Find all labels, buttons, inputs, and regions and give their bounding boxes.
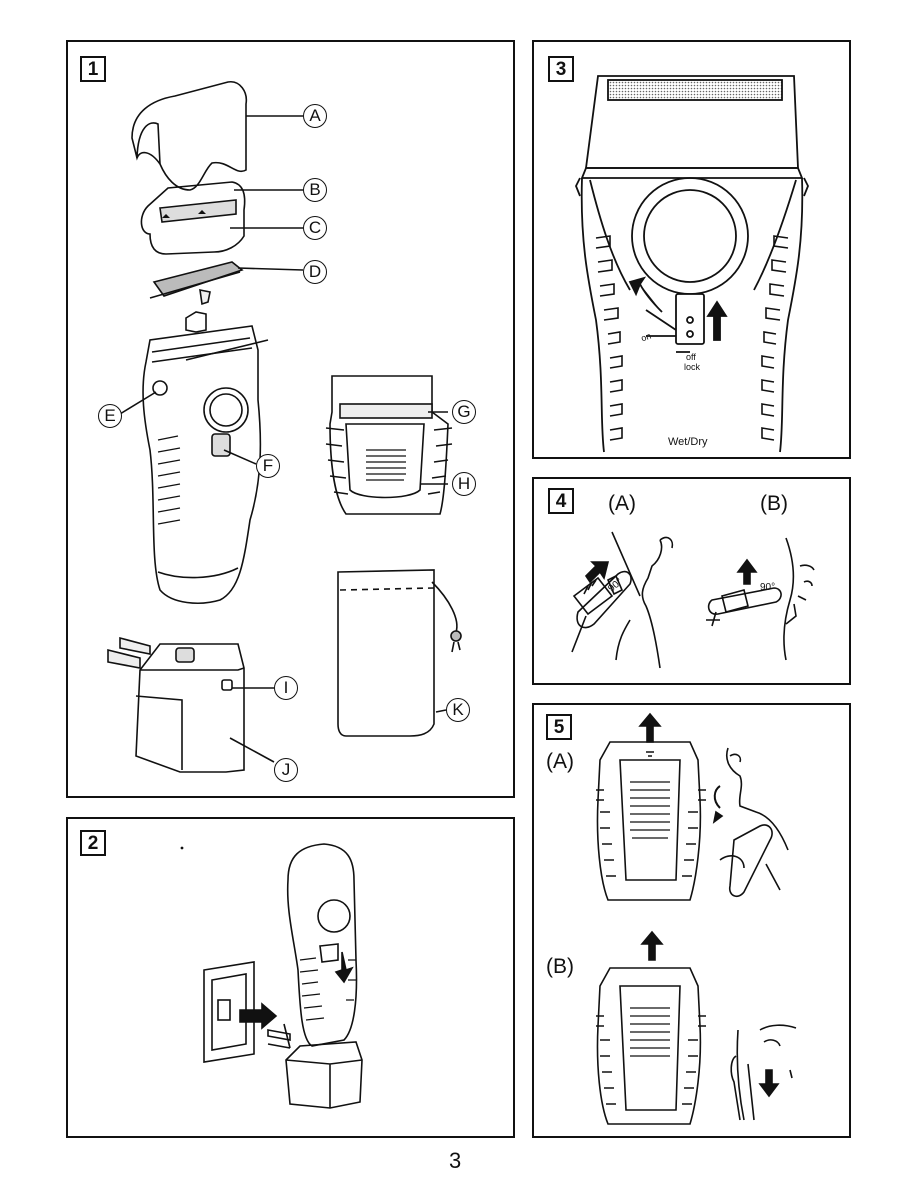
shaver-charging xyxy=(286,843,358,1047)
shaver-b xyxy=(707,587,782,615)
callout-E: E xyxy=(98,404,122,428)
panel-number-3: 3 xyxy=(548,56,574,82)
shaver-trimmer-a xyxy=(596,741,702,901)
sideburn-closeup-b xyxy=(736,1024,797,1121)
panel-number-1: 1 xyxy=(80,56,106,82)
shaver-trimmer-b xyxy=(596,967,702,1125)
hand-trimmer-a xyxy=(728,824,773,898)
inner-blade xyxy=(152,261,244,297)
angle-90-b: 90° xyxy=(760,582,776,593)
ac-adaptor xyxy=(135,643,245,773)
callout-B: B xyxy=(303,178,327,202)
callout-G: G xyxy=(452,400,476,424)
callout-I: I xyxy=(274,676,298,700)
pouch xyxy=(337,569,435,737)
face-front-b xyxy=(783,537,807,661)
panel-2-charging xyxy=(66,817,515,1138)
panel-5-label-b: (B) xyxy=(546,955,574,978)
adaptor-charging xyxy=(285,1041,363,1109)
shaver-body-large xyxy=(580,177,804,453)
panel-4-shaving-angle xyxy=(532,477,851,685)
page-number: 3 xyxy=(449,1148,462,1173)
panel-5-trimmer xyxy=(532,703,851,1138)
wet-dry-label: Wet/Dry xyxy=(668,436,708,448)
panel-4-label-b: (B) xyxy=(760,492,788,515)
callout-J: J xyxy=(274,758,298,782)
panel-5-label-a: (A) xyxy=(546,750,574,773)
callout-H: H xyxy=(452,472,476,496)
callout-A: A xyxy=(303,104,327,128)
callout-C: C xyxy=(303,216,327,240)
switch-label-off: off xyxy=(686,352,696,362)
panel-number-4: 4 xyxy=(548,488,574,514)
face-profile-5a xyxy=(725,747,789,851)
face-profile-a xyxy=(611,531,663,669)
shaver-a xyxy=(576,570,632,629)
shaver-front xyxy=(329,375,449,515)
panel-4-label-a: (A) xyxy=(608,492,636,515)
callout-D: D xyxy=(303,260,327,284)
switch-label-lock: lock xyxy=(684,362,701,372)
wall-outlet xyxy=(203,961,255,1063)
panel-number-2: 2 xyxy=(80,830,106,856)
foil-frame xyxy=(140,181,246,255)
panel-number-5: 5 xyxy=(546,714,572,740)
callout-K: K xyxy=(446,698,470,722)
callout-F: F xyxy=(256,454,280,478)
